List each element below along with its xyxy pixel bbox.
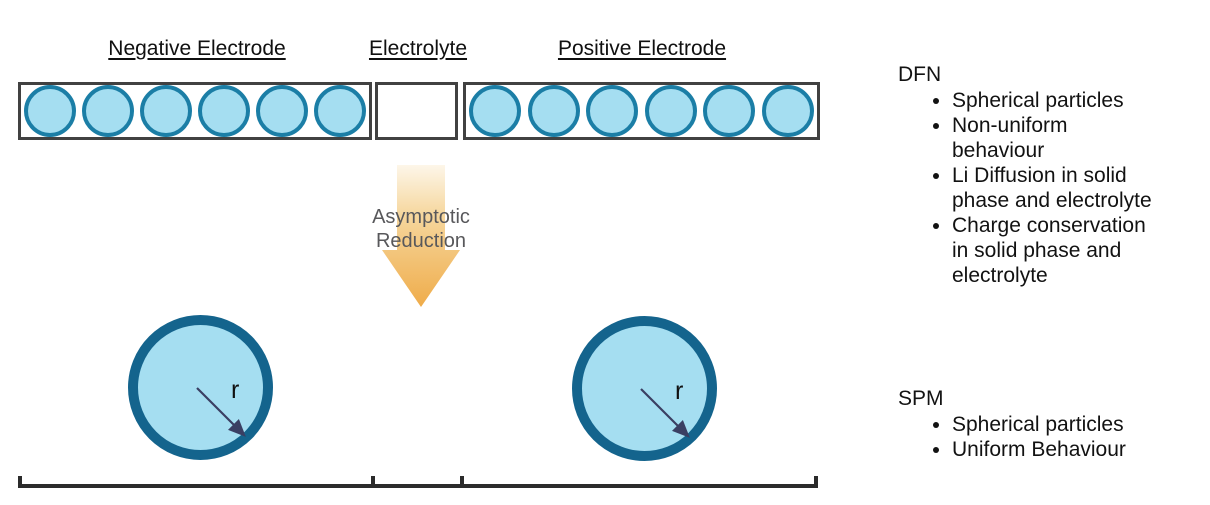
dfn-bullet-list: Spherical particlesNon-uniform behaviour… xyxy=(898,88,1198,288)
positive-electrode-label: Positive Electrode xyxy=(557,37,727,60)
spm-bullet-item: Spherical particles xyxy=(952,412,1198,437)
dfn-title: DFN xyxy=(898,63,942,86)
particle-circle-icon xyxy=(469,85,521,137)
bracket-tick xyxy=(18,476,22,488)
particle-circle-icon xyxy=(761,85,814,137)
bracket-tick xyxy=(814,476,818,488)
particle-circle-icon xyxy=(198,85,250,137)
electrolyte-label: Electrolyte xyxy=(368,37,468,60)
particle-circle-icon xyxy=(527,85,580,137)
particle-circle-icon xyxy=(140,85,192,137)
particle-circle-icon xyxy=(703,85,756,137)
radius-arrow-icon xyxy=(640,388,690,438)
bracket-tick xyxy=(460,476,464,488)
particle-circle-icon xyxy=(256,85,308,137)
positive-electrode-box xyxy=(463,82,820,140)
negative-electrode-box xyxy=(18,82,372,140)
particle-circle-icon xyxy=(644,85,697,137)
negative-large-particle: r xyxy=(128,315,273,460)
asymptotic-reduction-label: Asymptotic Reduction xyxy=(372,206,470,252)
positive-large-particle: r xyxy=(572,316,717,461)
particle-circle-icon xyxy=(82,85,134,137)
spm-section: SPM Spherical particlesUniform Behaviour xyxy=(898,386,1198,462)
spm-title: SPM xyxy=(898,387,944,410)
bracket-tick xyxy=(371,476,375,488)
negative-electrode-label: Negative Electrode xyxy=(108,37,286,60)
particle-circle-icon xyxy=(586,85,639,137)
radius-label: r xyxy=(231,376,240,404)
particle-circle-icon xyxy=(314,85,366,137)
spm-bullet-list: Spherical particlesUniform Behaviour xyxy=(898,412,1198,462)
particle-circle-icon xyxy=(24,85,76,137)
dfn-bullet-item: Charge conservation in solid phase and e… xyxy=(952,213,1198,288)
dfn-section: DFN Spherical particlesNon-uniform behav… xyxy=(898,62,1198,288)
down-arrow-icon xyxy=(382,165,460,307)
electrolyte-box xyxy=(375,82,458,140)
radius-arrow-icon xyxy=(196,387,246,437)
spm-bullet-item: Uniform Behaviour xyxy=(952,437,1198,462)
dfn-bullet-item: Spherical particles xyxy=(952,88,1198,113)
radius-label: r xyxy=(675,377,684,405)
scale-bracket-line xyxy=(18,484,818,488)
dfn-bullet-item: Li Diffusion in solid phase and electrol… xyxy=(952,163,1198,213)
dfn-bullet-item: Non-uniform behaviour xyxy=(952,113,1198,163)
